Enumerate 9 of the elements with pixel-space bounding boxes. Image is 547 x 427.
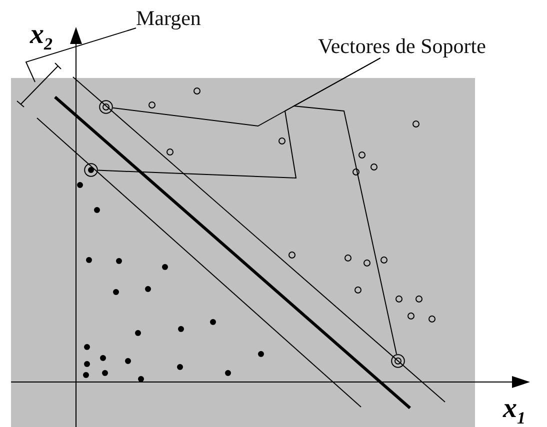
axis-label: x$_{1}$	[503, 394, 526, 427]
support-vector-point	[99, 100, 113, 114]
support-vector-point	[391, 354, 405, 368]
callout-label: Margen	[136, 6, 201, 30]
support-vector-point	[84, 163, 98, 177]
callout-label: Vectores de Soporte	[318, 34, 486, 58]
leader-line	[25, 28, 136, 82]
leader-line	[292, 58, 398, 355]
axis-label: x$_{2}$	[30, 20, 52, 56]
